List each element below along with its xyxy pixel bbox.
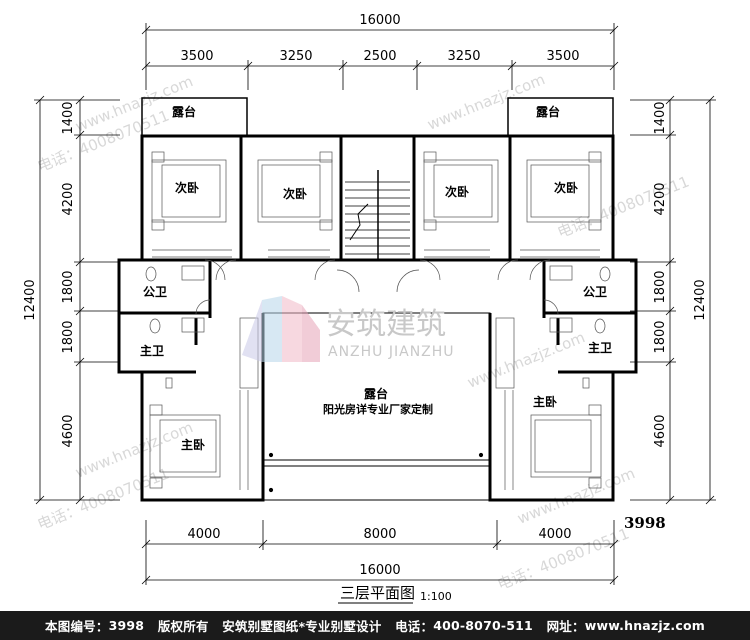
- footer-phone-label: 电话：: [395, 619, 434, 634]
- footer-number-label: 本图编号：: [45, 619, 109, 634]
- dim-left-4: 1800: [61, 320, 76, 353]
- footer-copyright: 版权所有: [157, 619, 209, 634]
- drawing-scale: 1:100: [420, 590, 452, 603]
- bedroom-4-walls: [508, 134, 615, 262]
- dim-bottom-1: 4000: [187, 527, 220, 542]
- dim-right-2: 4200: [653, 182, 668, 215]
- drawing-title: 三层平面图 1:100: [338, 584, 452, 604]
- label-bedroom-4: 次卧: [554, 180, 578, 195]
- dim-top-1: 3500: [180, 49, 213, 64]
- dim-right-4: 1800: [653, 320, 668, 353]
- dim-left-1: 1400: [61, 101, 76, 134]
- label-master-bedroom-right: 主卧: [533, 394, 557, 409]
- bath-right-walls: [488, 258, 638, 502]
- label-balcony-right: 露台: [536, 104, 560, 119]
- dim-right-3: 1800: [653, 270, 668, 303]
- logo-watermark: 安筑建筑 ANZHU JIANZHU: [242, 296, 455, 362]
- label-terrace-note: 阳光房详专业厂家定制: [323, 402, 433, 416]
- dim-left-2: 4200: [61, 182, 76, 215]
- label-bedroom-1: 次卧: [175, 180, 199, 195]
- footer-site-link[interactable]: www.hnazjz.com: [584, 618, 705, 633]
- dim-top-total: 16000: [359, 13, 400, 28]
- furniture: [145, 151, 611, 490]
- plan-number: 3998: [624, 514, 666, 532]
- dim-right-1: 1400: [653, 101, 668, 134]
- label-master-bath-left: 主卫: [140, 343, 164, 358]
- label-master-bedroom-left: 主卧: [181, 437, 205, 452]
- terrace: [262, 312, 491, 501]
- bath-left-walls: [117, 258, 265, 502]
- logo-icon: [242, 296, 320, 362]
- dimension-lines: [34, 23, 716, 585]
- footer-number: 3998: [108, 618, 145, 633]
- footer-phone: 400-8070-511: [433, 618, 533, 633]
- dim-left-5: 4600: [61, 414, 76, 447]
- label-terrace: 露台: [364, 386, 388, 401]
- label-master-bath-right: 主卫: [588, 340, 612, 355]
- dimension-labels: 16000 3500 3250 2500 3250 3500 4000 8000…: [23, 13, 708, 578]
- drawing-title-name: 三层平面图: [340, 584, 415, 602]
- label-balcony-left: 露台: [172, 104, 196, 119]
- watermark-site: www.hnazjz.com: [425, 70, 548, 134]
- dim-right-total: 12400: [693, 279, 708, 320]
- dim-bottom-2: 8000: [363, 527, 396, 542]
- dim-top-4: 3250: [447, 49, 480, 64]
- dim-bottom-total: 16000: [359, 563, 400, 578]
- label-public-bath-right: 公卫: [583, 285, 607, 299]
- room-labels: 露台 露台 次卧 次卧 次卧 次卧 公卫 公卫 主卫 主卫 主卧 主卧 露台 阳…: [140, 104, 612, 452]
- logo-text-en: ANZHU JIANZHU: [328, 344, 455, 360]
- footer-brand: 安筑别墅图纸*专业别墅设计: [222, 619, 382, 634]
- stair: [345, 170, 410, 260]
- dim-top-3: 2500: [363, 49, 396, 64]
- dim-bottom-3: 4000: [538, 527, 571, 542]
- label-public-bath-left: 公卫: [143, 285, 167, 299]
- dim-top-2: 3250: [279, 49, 312, 64]
- watermark-site: www.hnazjz.com: [515, 464, 638, 528]
- balcony-right-outline: [507, 97, 614, 137]
- footer-bar: 本图编号： 3998 版权所有 安筑别墅图纸*专业别墅设计 电话： 400-80…: [0, 611, 750, 640]
- dim-left-total: 12400: [23, 279, 38, 320]
- dim-left-3: 1800: [61, 270, 76, 303]
- dim-top-5: 3500: [546, 49, 579, 64]
- label-bedroom-2: 次卧: [283, 186, 307, 201]
- floor-plan: www.hnazjz.com 电话：4008070511 www.hnazjz.…: [23, 13, 716, 604]
- footer-site-label: 网址：: [546, 619, 585, 634]
- dim-right-5: 4600: [653, 414, 668, 447]
- logo-text-cn: 安筑建筑: [326, 307, 446, 342]
- watermark-site: www.hnazjz.com: [465, 328, 588, 392]
- label-bedroom-3: 次卧: [445, 184, 469, 199]
